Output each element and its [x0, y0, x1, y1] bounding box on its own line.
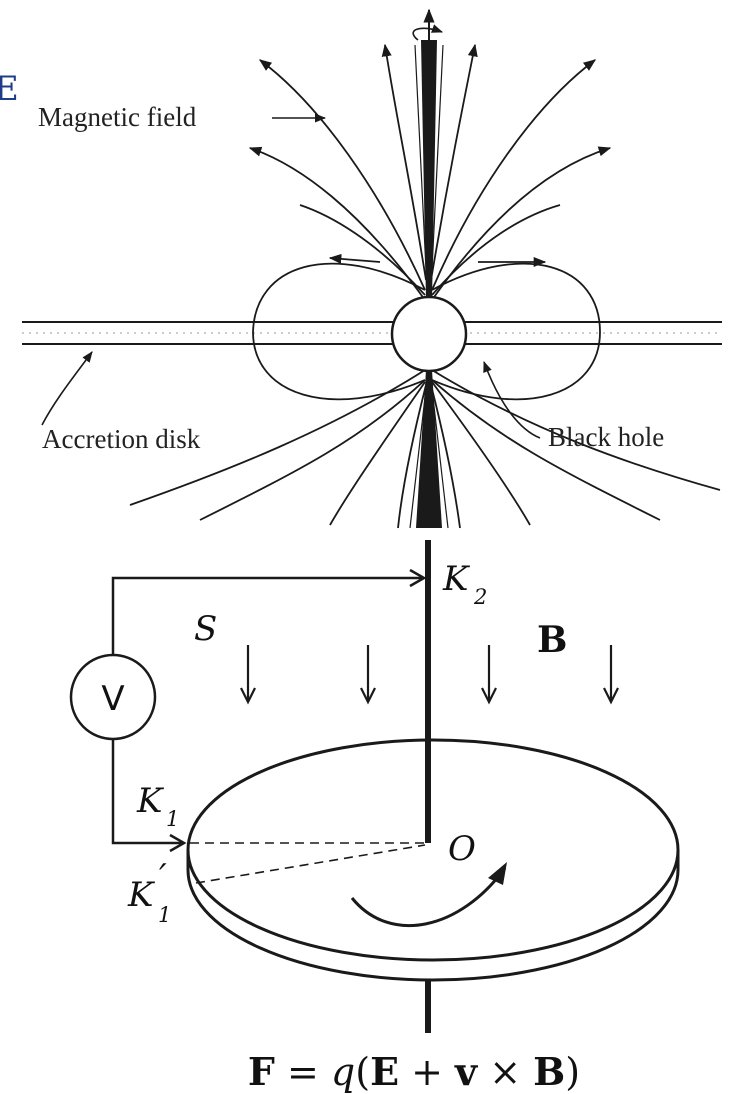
voltmeter-label: V — [101, 679, 124, 719]
accretion-disk — [22, 321, 722, 345]
b-arrow — [481, 645, 497, 705]
contact-k1-arrowhead — [169, 833, 187, 853]
accretion-disk-pointer — [41, 351, 93, 426]
b-arrow — [240, 645, 256, 705]
svg-text:1: 1 — [158, 903, 171, 927]
b-arrow — [360, 645, 376, 705]
b-arrow — [603, 645, 619, 705]
label-s: S — [194, 609, 217, 649]
label-k2: K 2 — [442, 559, 487, 609]
field-loop-right — [431, 262, 601, 401]
black-hole-circle — [390, 295, 468, 373]
label-o: O — [448, 829, 476, 869]
corner-mark: E — [0, 69, 19, 109]
rotation-arrow-icon — [412, 8, 444, 50]
b-field-arrows — [240, 645, 619, 705]
disk-rotation-arrow — [350, 867, 507, 928]
field-loop-left — [252, 262, 426, 401]
label-b: B — [537, 619, 567, 661]
lorentz-force-formula: F = q(E + v × B) — [248, 1049, 580, 1094]
faraday-disk-diagram: V S B K 2 K 1 K ′ 1 O F = q(E + v × B) — [69, 540, 680, 1094]
svg-text:K: K — [136, 781, 165, 821]
contact-k2-arrowhead — [409, 568, 427, 588]
svg-text:′: ′ — [159, 857, 167, 897]
voltmeter — [69, 653, 157, 741]
magnetic-field-lines — [129, 43, 721, 529]
magnetic-field-label: Magnetic field — [38, 102, 197, 132]
black-hole-diagram: E — [0, 8, 722, 529]
black-hole-pointer — [483, 360, 541, 439]
polar-jets — [409, 40, 449, 529]
circuit-wires — [111, 576, 424, 845]
svg-text:K: K — [127, 875, 156, 915]
radius-line-k1-prime — [195, 844, 426, 884]
label-k1: K 1 — [136, 781, 179, 831]
rotating-disk — [186, 738, 680, 982]
black-hole-label: Black hole — [548, 422, 664, 452]
svg-text:1: 1 — [166, 807, 179, 831]
svg-text:2: 2 — [473, 585, 487, 609]
disk-rotation-arrowhead — [488, 862, 507, 885]
label-k1-prime: K ′ 1 — [127, 857, 171, 927]
svg-text:K: K — [442, 559, 471, 599]
accretion-disk-label: Accretion disk — [42, 424, 201, 454]
